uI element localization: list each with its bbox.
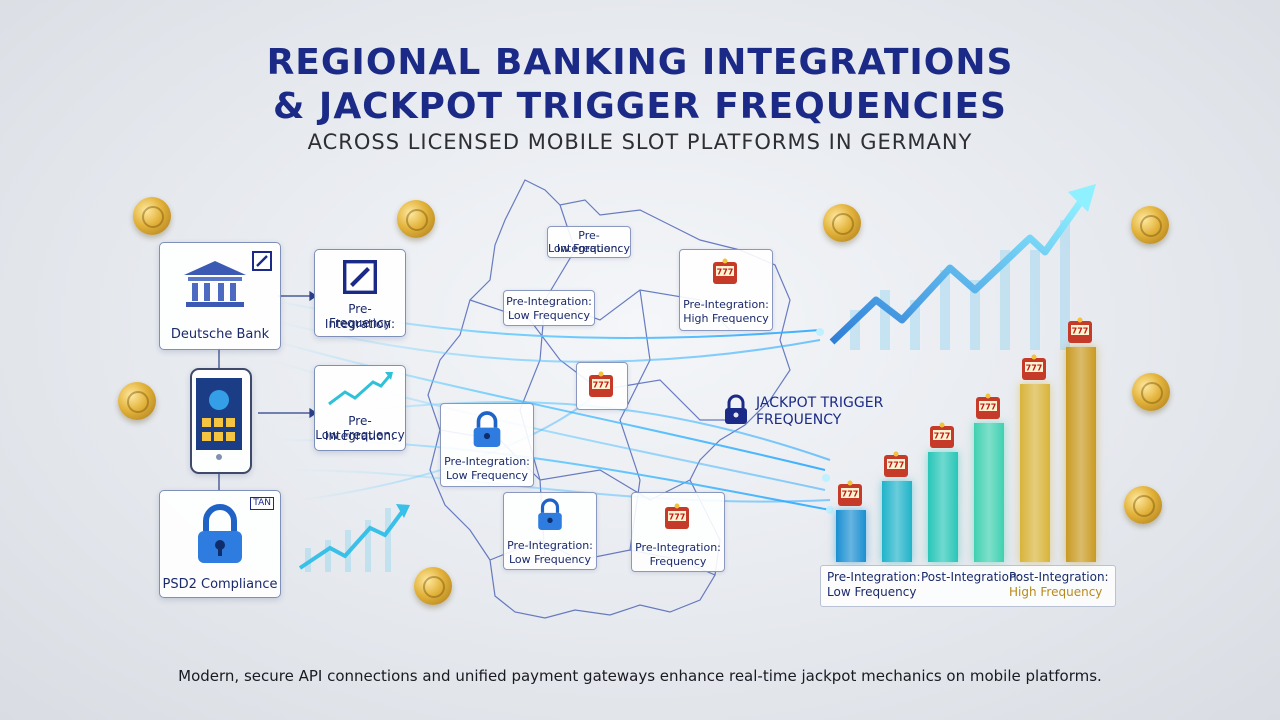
trend-up-icon: [328, 372, 393, 406]
svg-text:777: 777: [717, 268, 734, 277]
chart-bar: [1020, 384, 1050, 562]
coin-icon: [1132, 373, 1170, 411]
slot-machine-icon: 777: [928, 422, 958, 454]
coin-icon: [1124, 486, 1162, 524]
padlock-icon: [725, 394, 747, 424]
card-label-line2: Low Frequency: [315, 428, 405, 442]
chart-bar: [836, 510, 866, 562]
slot-machine-icon: 777: [882, 451, 912, 483]
bank-label: Deutsche Bank: [170, 327, 270, 342]
jackpot-frequency-bar-chart: 777 777 777 777 777 777: [830, 300, 1110, 562]
card-label-line2: Frequency: [329, 316, 391, 330]
card-label-line1: Pre-Integration:: [324, 302, 396, 331]
coin-icon: [414, 567, 452, 605]
coin-icon: [397, 200, 435, 238]
bank-building-icon: [184, 261, 246, 307]
coin-icon: [118, 382, 156, 420]
svg-text:777: 777: [934, 432, 951, 441]
padlock-icon: [198, 504, 242, 563]
chart-bar: [974, 423, 1004, 562]
psd2-card[interactable]: TAN PSD2 Compliance: [159, 490, 281, 598]
mobile-slot-app-icon: [196, 378, 242, 460]
map-region-southeast[interactable]: 777 Pre-Integration: Frequency: [631, 492, 725, 572]
svg-text:777: 777: [1072, 327, 1089, 336]
legend-post-high-line2: High Frequency: [1009, 585, 1103, 599]
map-region-west[interactable]: Pre-Integration: Low Frequency: [440, 403, 534, 487]
stream-endpoints: [816, 328, 834, 514]
deutsche-bank-logo-icon: [252, 251, 272, 271]
card-label-line1: Pre-Integration:: [324, 414, 396, 443]
svg-text:777: 777: [842, 490, 859, 499]
big-trend-arrow: [829, 184, 1096, 350]
map-center-slot[interactable]: 777: [576, 362, 628, 410]
legend-pre-line2: Low Frequency: [827, 585, 917, 599]
legend-pre-line1: Pre-Integration:: [827, 570, 921, 584]
integration-card-low[interactable]: Pre-Integration: Low Frequency: [314, 365, 406, 451]
svg-text:777: 777: [888, 461, 905, 470]
padlock-icon: [473, 411, 501, 447]
legend-post-high-line1: Post-Integration:: [1009, 570, 1109, 584]
chart-bar: [928, 452, 958, 562]
chart-bar: [882, 481, 912, 562]
coin-icon: [133, 197, 171, 235]
svg-text:777: 777: [980, 403, 997, 412]
bank-card[interactable]: Deutsche Bank: [159, 242, 281, 350]
chart-legend: Pre-Integration: Low Frequency Post-Inte…: [820, 565, 1116, 607]
tan-badge: TAN: [250, 497, 274, 510]
coin-icon: [823, 204, 861, 242]
slot-machine-icon: 777: [1066, 317, 1096, 349]
map-region-south[interactable]: Pre-Integration: Low Frequency: [503, 492, 597, 570]
padlock-icon: [538, 498, 562, 530]
small-trend-arrow: [298, 504, 410, 572]
map-region-north[interactable]: Pre-Integration: Low Frequency: [547, 226, 631, 258]
integration-card-frequency[interactable]: Pre-Integration: Frequency: [314, 249, 406, 337]
deutsche-bank-logo-icon: [343, 260, 377, 294]
svg-text:777: 777: [1026, 364, 1043, 373]
svg-text:777: 777: [669, 513, 686, 522]
chart-bar: [1066, 347, 1096, 562]
psd2-label: PSD2 Compliance: [162, 577, 278, 592]
slot-machine-icon: 777: [711, 258, 741, 286]
slot-machine-icon: 777: [663, 503, 693, 531]
connector-arrows: [218, 290, 318, 490]
coin-icon: [1131, 206, 1169, 244]
page-title-line1: REGIONAL BANKING INTEGRATIONS: [266, 42, 1014, 83]
svg-text:777: 777: [593, 381, 610, 390]
page-subtitle: ACROSS LICENSED MOBILE SLOT PLATFORMS IN…: [307, 130, 973, 154]
slot-machine-icon: 777: [1020, 354, 1050, 386]
map-region-northeast[interactable]: 777 Pre-Integration: High Frequency: [679, 249, 773, 331]
slot-machine-icon: 777: [587, 371, 617, 399]
legend-post-line1: Post-Integration:: [921, 570, 1021, 584]
slot-machine-icon: 777: [974, 393, 1004, 425]
phone-card[interactable]: [190, 368, 252, 474]
slot-machine-icon: 777: [836, 480, 866, 512]
footer-caption: Modern, secure API connections and unifi…: [178, 667, 1102, 685]
page-title-line2: & JACKPOT TRIGGER FREQUENCIES: [273, 86, 1007, 127]
map-region-northwest[interactable]: Pre-Integration: Low Frequency: [503, 290, 595, 326]
